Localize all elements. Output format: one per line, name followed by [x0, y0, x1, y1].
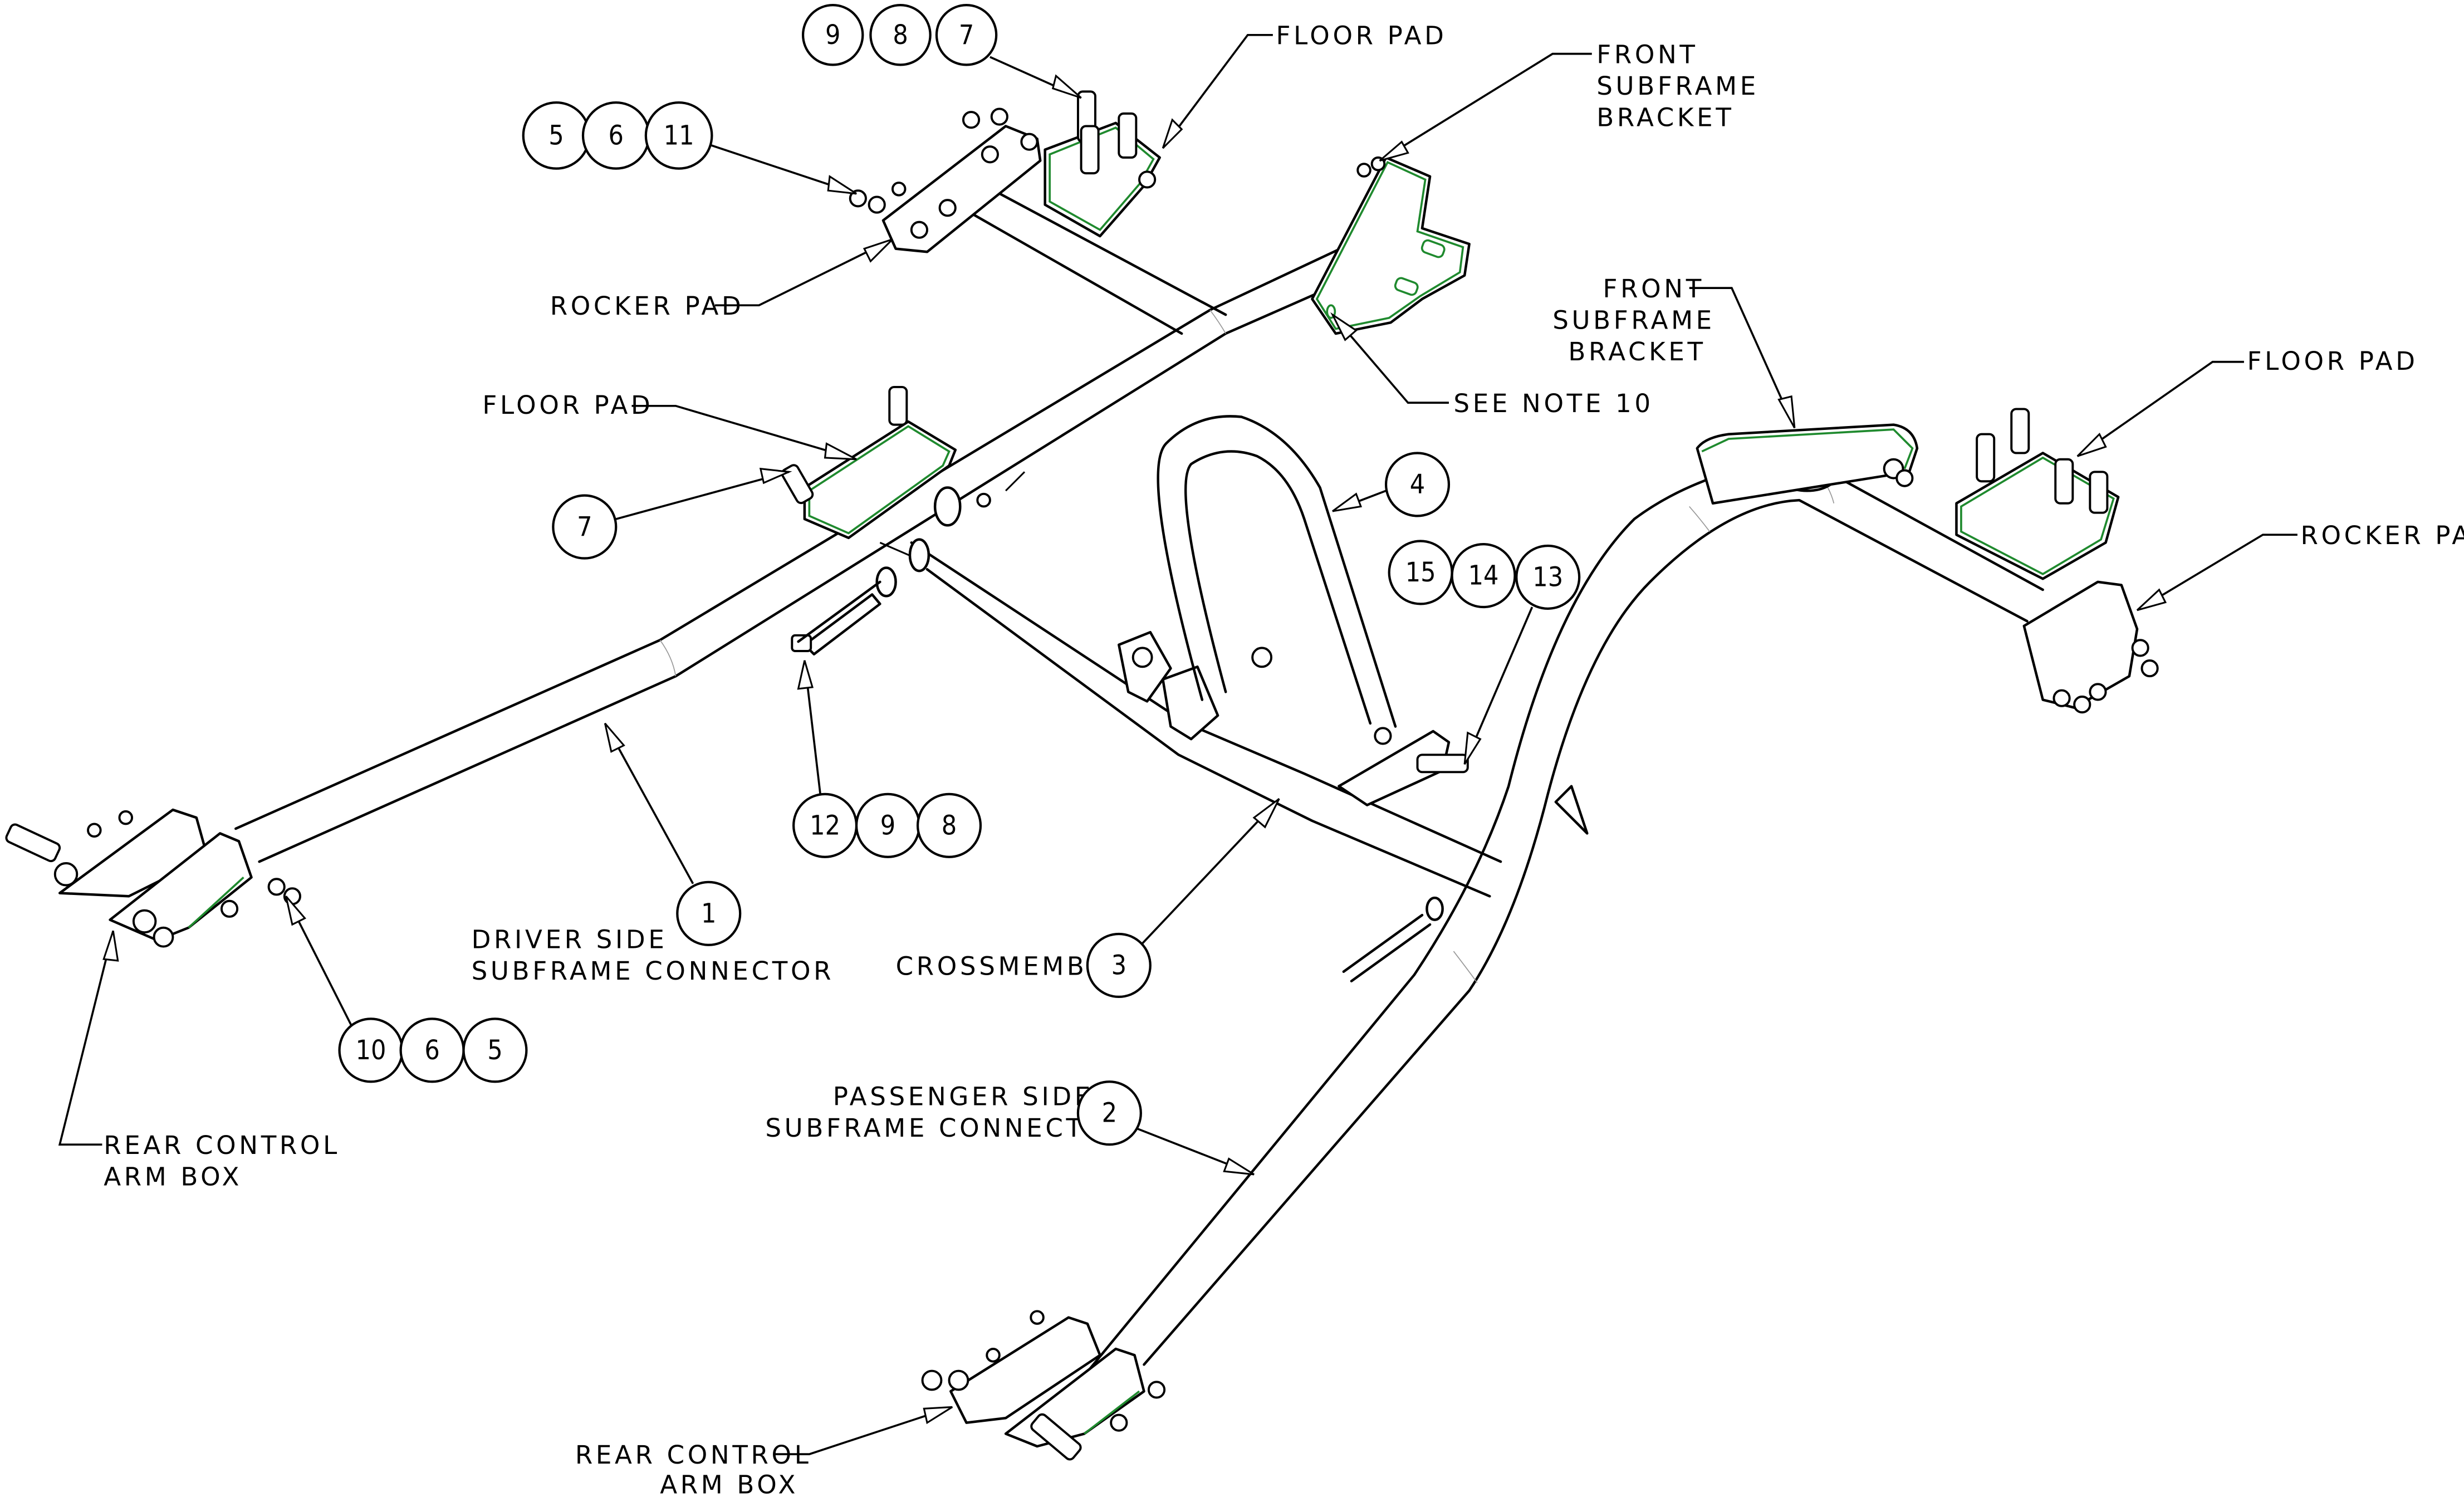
balloon-6-rear: 6 — [424, 1035, 439, 1066]
label-rocker-pad-right: ROCKER PAD — [2301, 521, 2464, 550]
strap — [1131, 415, 1397, 728]
balloon-group-1: 1 — [604, 722, 742, 946]
balloon-10: 10 — [356, 1035, 386, 1066]
balloon-group-15-14-13: 15 14 13 — [1388, 540, 1581, 765]
callout-see-note-10: SEE NOTE 10 — [1330, 312, 1653, 418]
balloon-15: 15 — [1405, 557, 1436, 588]
balloon-8: 8 — [893, 19, 908, 51]
label-rear-box-left-1: REAR CONTROL — [104, 1131, 340, 1160]
crossmember — [908, 538, 1589, 898]
balloon-2: 2 — [1102, 1098, 1117, 1129]
rocker-pad-right — [2022, 580, 2159, 714]
callout-rocker-pad-left: ROCKER PAD — [550, 238, 894, 321]
balloon-group-5-6-11: 5 6 11 — [522, 101, 857, 195]
callout-rear-control-arm-box-bottom: REAR CONTROL ARM BOX — [575, 1406, 953, 1497]
floor-pad-right — [1955, 408, 2120, 580]
balloon-7: 7 — [959, 19, 974, 51]
balloon-7-left: 7 — [577, 511, 592, 542]
callout-passenger-side: PASSENGER SIDE SUBFRAME CONNECTOR 2 — [765, 1080, 1255, 1176]
label-front-bracket-right-1: FRONT — [1603, 274, 1704, 304]
callout-driver-side: DRIVER SIDE SUBFRAME CONNECTOR — [472, 924, 835, 986]
rocker-pad-top — [849, 107, 1042, 253]
label-crossmember: CROSSMEMBER — [896, 951, 1127, 981]
label-rear-box-bottom-1: REAR CONTROL — [575, 1440, 812, 1470]
label-front-bracket-right-2: SUBFRAME — [1552, 306, 1715, 335]
label-floor-pad-top: FLOOR PAD — [1276, 21, 1447, 51]
callout-front-subframe-bracket-top: FRONT SUBFRAME BRACKET — [1379, 40, 1759, 162]
callout-floor-pad-right: FLOOR PAD — [2076, 346, 2418, 457]
front-subframe-bracket-left — [1311, 156, 1471, 335]
front-subframe-bracket-right — [1696, 423, 1919, 505]
balloon-14: 14 — [1468, 560, 1499, 591]
label-driver-side-1: DRIVER SIDE — [472, 924, 668, 954]
label-floor-pad-right: FLOOR PAD — [2247, 346, 2418, 376]
balloon-group-7-left: 7 — [552, 467, 792, 560]
callout-floor-pad-left: FLOOR PAD — [482, 390, 857, 461]
crossmember-bolt — [797, 580, 1444, 982]
balloon-group-9-8-7: 9 8 7 — [801, 4, 1082, 99]
balloon-8-center: 8 — [942, 810, 957, 841]
balloon-group-4: 4 — [1332, 452, 1451, 517]
callout-floor-pad-top: FLOOR PAD — [1162, 21, 1447, 149]
label-front-bracket-top-1: FRONT — [1596, 40, 1698, 70]
balloon-group-10-6-5: 10 6 5 — [285, 896, 528, 1083]
balloon-5: 5 — [548, 120, 564, 151]
crossmember-top-hardware — [791, 471, 1026, 655]
callout-rocker-pad-right: ROCKER PAD — [2136, 521, 2464, 611]
label-rocker-pad-left: ROCKER PAD — [550, 291, 744, 321]
balloon-6: 6 — [609, 120, 624, 151]
rear-control-arm-box-bottom — [921, 1310, 1166, 1461]
balloon-9: 9 — [825, 19, 840, 51]
balloon-3: 3 — [1111, 950, 1126, 981]
label-driver-side-2: SUBFRAME CONNECTOR — [472, 956, 835, 986]
callout-rear-control-arm-box-left: REAR CONTROL ARM BOX — [58, 930, 340, 1192]
balloon-1: 1 — [701, 898, 716, 929]
balloon-12: 12 — [810, 810, 840, 841]
label-rear-box-left-2: ARM BOX — [104, 1162, 242, 1192]
balloon-11: 11 — [664, 120, 694, 151]
callout-crossmember: CROSSMEMBER 3 — [896, 798, 1280, 999]
label-front-bracket-right-3: BRACKET — [1568, 337, 1706, 366]
label-front-bracket-top-2: SUBFRAME — [1596, 71, 1759, 101]
label-see-note-10: SEE NOTE 10 — [1453, 389, 1653, 418]
balloon-9-center: 9 — [880, 810, 895, 841]
balloon-5-rear: 5 — [487, 1035, 502, 1066]
floor-pad-left — [781, 385, 957, 540]
balloon-13: 13 — [1532, 561, 1563, 593]
floor-pad-top — [1044, 90, 1161, 238]
label-front-bracket-top-3: BRACKET — [1596, 102, 1734, 132]
balloon-4: 4 — [1410, 469, 1425, 500]
rear-control-arm-box-left — [5, 808, 301, 948]
label-passenger-side-1: PASSENGER SIDE — [833, 1082, 1094, 1112]
label-floor-pad-left: FLOOR PAD — [482, 390, 653, 420]
balloon-group-12-9-8: 12 9 8 — [792, 660, 982, 858]
callout-front-subframe-bracket-right: FRONT SUBFRAME BRACKET — [1552, 274, 1796, 429]
label-rear-box-bottom-2: ARM BOX — [660, 1470, 799, 1497]
label-passenger-side-2: SUBFRAME CONNECTOR — [765, 1113, 1128, 1143]
driver-side-subframe-connector — [234, 234, 1384, 863]
